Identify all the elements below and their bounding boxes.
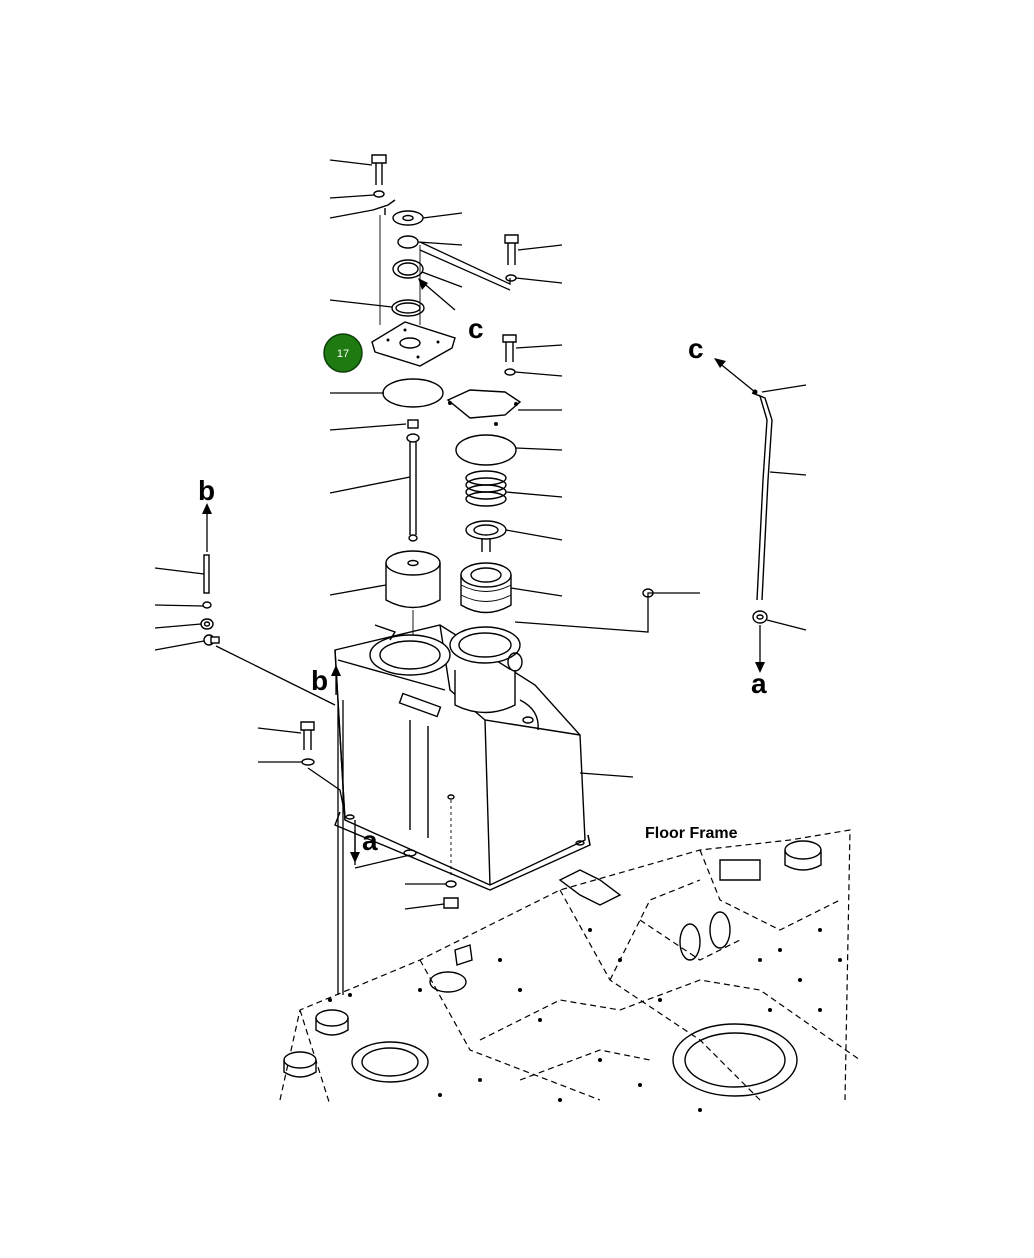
suction-strainer-stack <box>385 419 441 635</box>
floor-frame-drawing: Floor Frame <box>279 825 861 1112</box>
dipstick-tube <box>751 389 773 624</box>
hydraulic-tank <box>334 624 591 891</box>
reference-arrows: b b a a c c <box>198 278 767 863</box>
floor-frame-label: Floor Frame <box>645 825 738 842</box>
ref-b-top: b <box>198 475 215 506</box>
callout-17-circle[interactable] <box>323 333 363 373</box>
breather-valve-stack <box>371 154 456 408</box>
ref-a-top: a <box>751 668 767 699</box>
callout-17[interactable]: 17 <box>323 333 363 373</box>
return-filter-stack <box>446 234 522 614</box>
callout-17-number[interactable]: 17 <box>337 348 349 360</box>
ref-a-left: a <box>362 825 378 856</box>
ref-c-right: c <box>688 333 704 364</box>
ref-c-mid: c <box>468 313 484 344</box>
ref-b-mid: b <box>311 665 328 696</box>
